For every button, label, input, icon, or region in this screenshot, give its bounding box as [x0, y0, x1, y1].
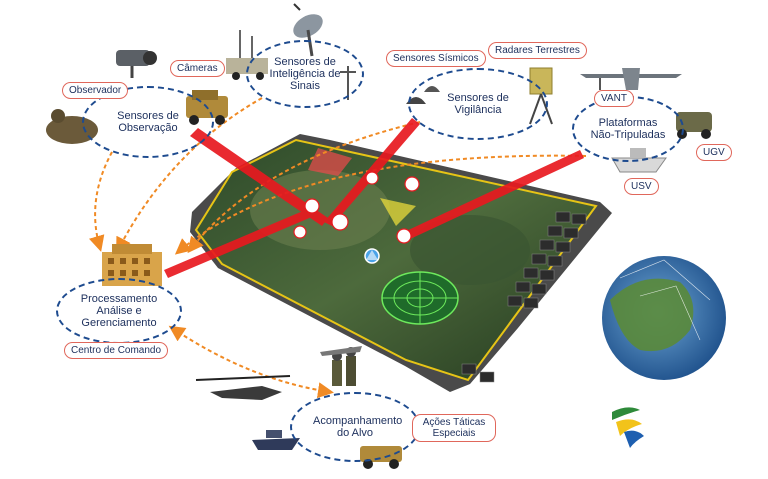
node-acompanhamento: Acompanhamento do Alvo [290, 392, 420, 462]
tag-radares: Radares Terrestres [488, 42, 587, 59]
node-acompanhamento-label: Acompanhamento do Alvo [313, 415, 403, 439]
tag-ugv: UGV [696, 144, 732, 161]
soldier-squad-icon [320, 346, 362, 386]
node-vigilancia-label: Sensores de Vigilância [447, 92, 509, 116]
globe-icon [602, 256, 726, 380]
node-inteligencia: Sensores de Inteligência de Sinais [246, 40, 364, 108]
tag-centro: Centro de Comando [64, 342, 169, 359]
camera-turret-icon [116, 50, 157, 78]
tag-acoes: Ações Táticas Especiais [412, 414, 496, 442]
node-vigilancia: Sensores de Vigilância [408, 68, 548, 140]
tag-usv: USV [624, 178, 659, 195]
helicopter-icon [195, 375, 291, 400]
drone-icon [580, 68, 682, 90]
node-observacao-label: Sensores de Observação [117, 110, 179, 134]
node-plataformas-label: Plataformas Não-Tripuladas [590, 117, 666, 141]
tag-sismicos: Sensores Sísmicos [386, 50, 486, 67]
flow-arrows [88, 97, 587, 399]
node-observacao: Sensores de Observação [82, 86, 214, 158]
tag-cameras: Câmeras [170, 60, 225, 77]
tag-observador: Observador [62, 82, 129, 99]
node-inteligencia-label: Sensores de Inteligência de Sinais [269, 56, 341, 92]
boat-icon [252, 430, 300, 450]
tag-vant: VANT [594, 90, 634, 107]
logo-icon [612, 407, 644, 448]
node-processamento-label: Processamento Análise e Gerenciamento [80, 293, 158, 329]
node-processamento: Processamento Análise e Gerenciamento [56, 278, 182, 344]
sensor-markers [293, 171, 420, 244]
